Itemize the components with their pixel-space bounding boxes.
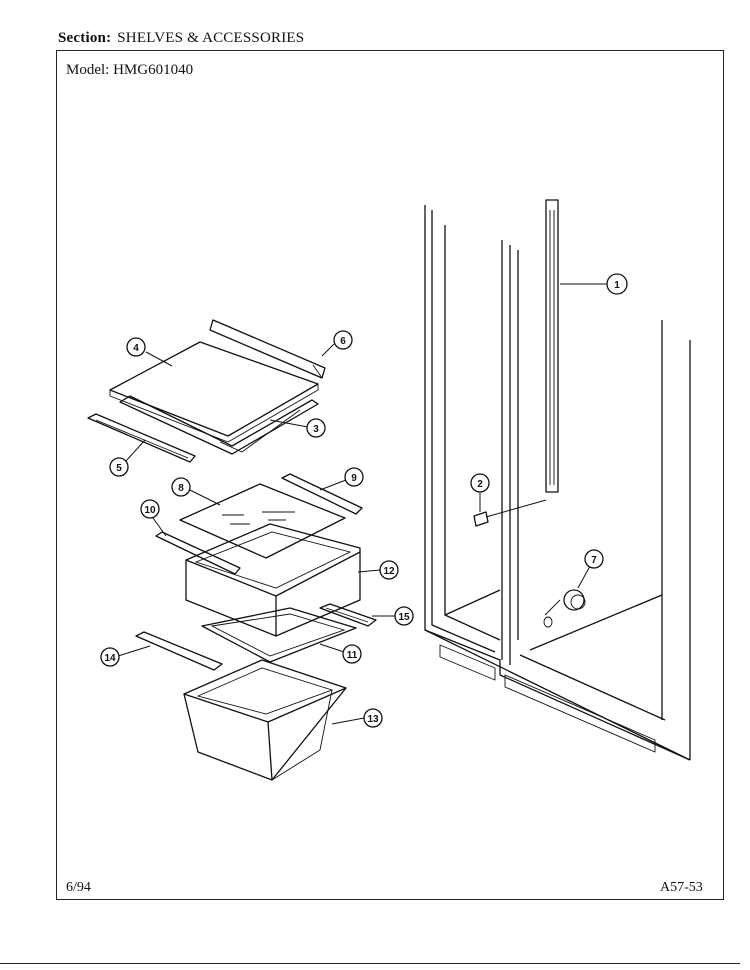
svg-text:1: 1	[614, 280, 620, 291]
section-label: Section:	[58, 30, 112, 46]
model-value: HMG601040	[113, 62, 194, 78]
svg-text:12: 12	[383, 566, 395, 577]
part-6-shelf-trim	[209, 319, 326, 379]
callout-1: 1	[606, 273, 628, 295]
page-code: A57-53	[660, 880, 703, 895]
callout-6: 6	[333, 330, 353, 350]
part-1-shelf-track	[545, 199, 559, 493]
svg-text:2: 2	[477, 479, 483, 490]
callout-11: 11	[342, 644, 362, 664]
part-15-rail	[319, 603, 377, 627]
callout-15: 15	[394, 606, 414, 626]
callout-10: 10	[140, 499, 160, 519]
svg-text:15: 15	[398, 612, 410, 623]
svg-text:4: 4	[133, 343, 139, 354]
part-12-crisper-pan	[185, 523, 361, 637]
svg-text:3: 3	[313, 424, 319, 435]
callout-12: 12	[379, 560, 399, 580]
section-heading: Section: SHELVES & ACCESSORIES	[58, 30, 304, 47]
callout-7: 7	[584, 549, 604, 569]
part-11-slide-tray	[201, 607, 357, 663]
svg-text:13: 13	[367, 714, 379, 725]
callout-8: 8	[171, 477, 191, 497]
bottom-rule	[0, 963, 740, 964]
model-heading: Model: HMG601040	[66, 62, 193, 79]
part-7-drain-plug	[543, 589, 586, 628]
part-4-glass-shelf	[109, 341, 319, 443]
part-3-shelf-frame	[119, 395, 319, 455]
part-14-pan-front-trim	[135, 631, 223, 671]
part-2-screw	[473, 499, 547, 527]
callout-3: 3	[306, 418, 326, 438]
svg-text:10: 10	[144, 505, 156, 516]
part-8-crisper-glass	[179, 483, 346, 559]
callout-2: 2	[470, 473, 490, 493]
cabinet-interior	[424, 205, 691, 761]
callout-4: 4	[126, 337, 146, 357]
svg-text:6: 6	[340, 336, 346, 347]
part-13-lower-pan	[183, 659, 347, 781]
callout-13: 13	[363, 708, 383, 728]
svg-text:5: 5	[116, 463, 122, 474]
revision-date: 6/94	[66, 880, 91, 895]
callout-14: 14	[100, 647, 120, 667]
part-9-cover-trim	[281, 473, 363, 515]
svg-text:14: 14	[104, 653, 116, 664]
svg-text:7: 7	[591, 555, 597, 566]
svg-text:9: 9	[351, 473, 357, 484]
callout-5: 5	[109, 457, 129, 477]
callout-9: 9	[344, 467, 364, 487]
part-5-front-trim	[87, 413, 196, 463]
diagram-frame	[56, 50, 724, 900]
section-value: SHELVES & ACCESSORIES	[117, 30, 305, 46]
svg-text:11: 11	[347, 650, 358, 661]
part-10-cover-front-trim	[155, 531, 241, 575]
model-label: Model:	[66, 62, 110, 78]
svg-text:8: 8	[178, 483, 184, 494]
